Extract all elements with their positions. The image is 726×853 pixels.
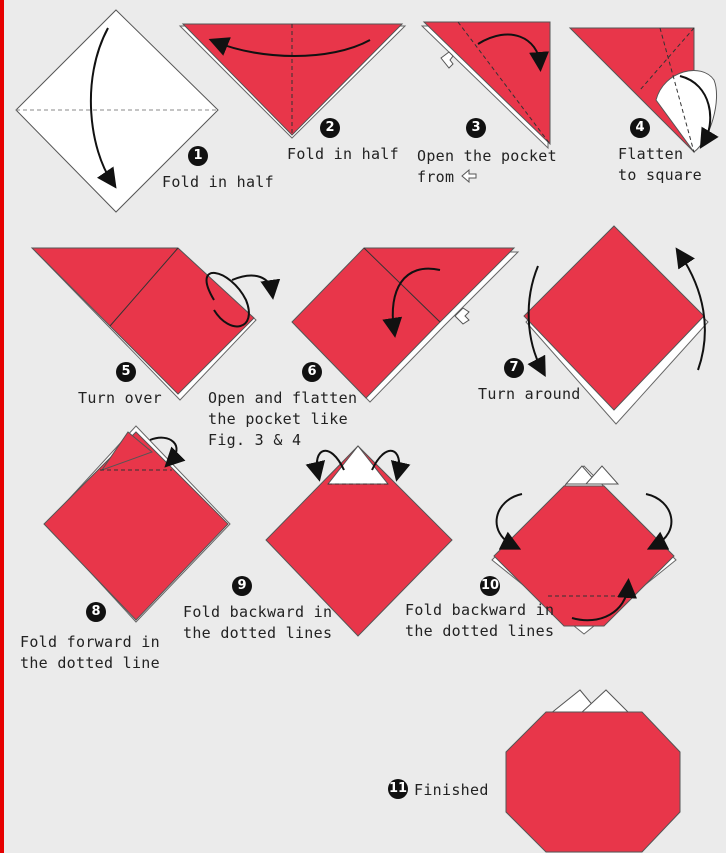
step-number-badge: 7 [504,358,524,378]
step-number-badge: 2 [320,118,340,138]
step-number-badge: 11 [388,779,408,799]
step-caption: Open and flatten the pocket like Fig. 3 … [208,388,357,451]
step-caption: Fold backward in the dotted lines [405,600,554,642]
pocket-arrow-icon [460,169,478,183]
step-caption: Fold in half [162,172,274,193]
step-caption: Flatten to square [618,144,702,186]
step-number-badge: 8 [86,602,106,622]
step-5-figure [32,248,272,400]
step-number-badge: 5 [116,362,136,382]
step-caption: Turn around [478,384,581,405]
step-3-figure [422,22,550,148]
step-caption: Fold backward in the dotted lines [183,602,332,644]
step-number-badge: 4 [630,118,650,138]
step-number-badge: 1 [188,146,208,166]
step-number-badge: 9 [232,576,252,596]
step-caption: Fold in half [287,144,399,165]
step-number-badge: 3 [466,118,486,138]
step-8-figure [44,426,230,622]
step-number-badge: 10 [480,576,500,596]
step-caption: Turn over [78,388,162,409]
step-caption: Finished [414,780,489,801]
step-2-figure [180,24,405,138]
step-6-figure [292,248,518,402]
step-11-figure [506,690,680,852]
step-number-badge: 6 [302,362,322,382]
step-caption: Open the pocket from [417,146,557,188]
step-caption: Fold forward in the dotted line [20,632,160,674]
